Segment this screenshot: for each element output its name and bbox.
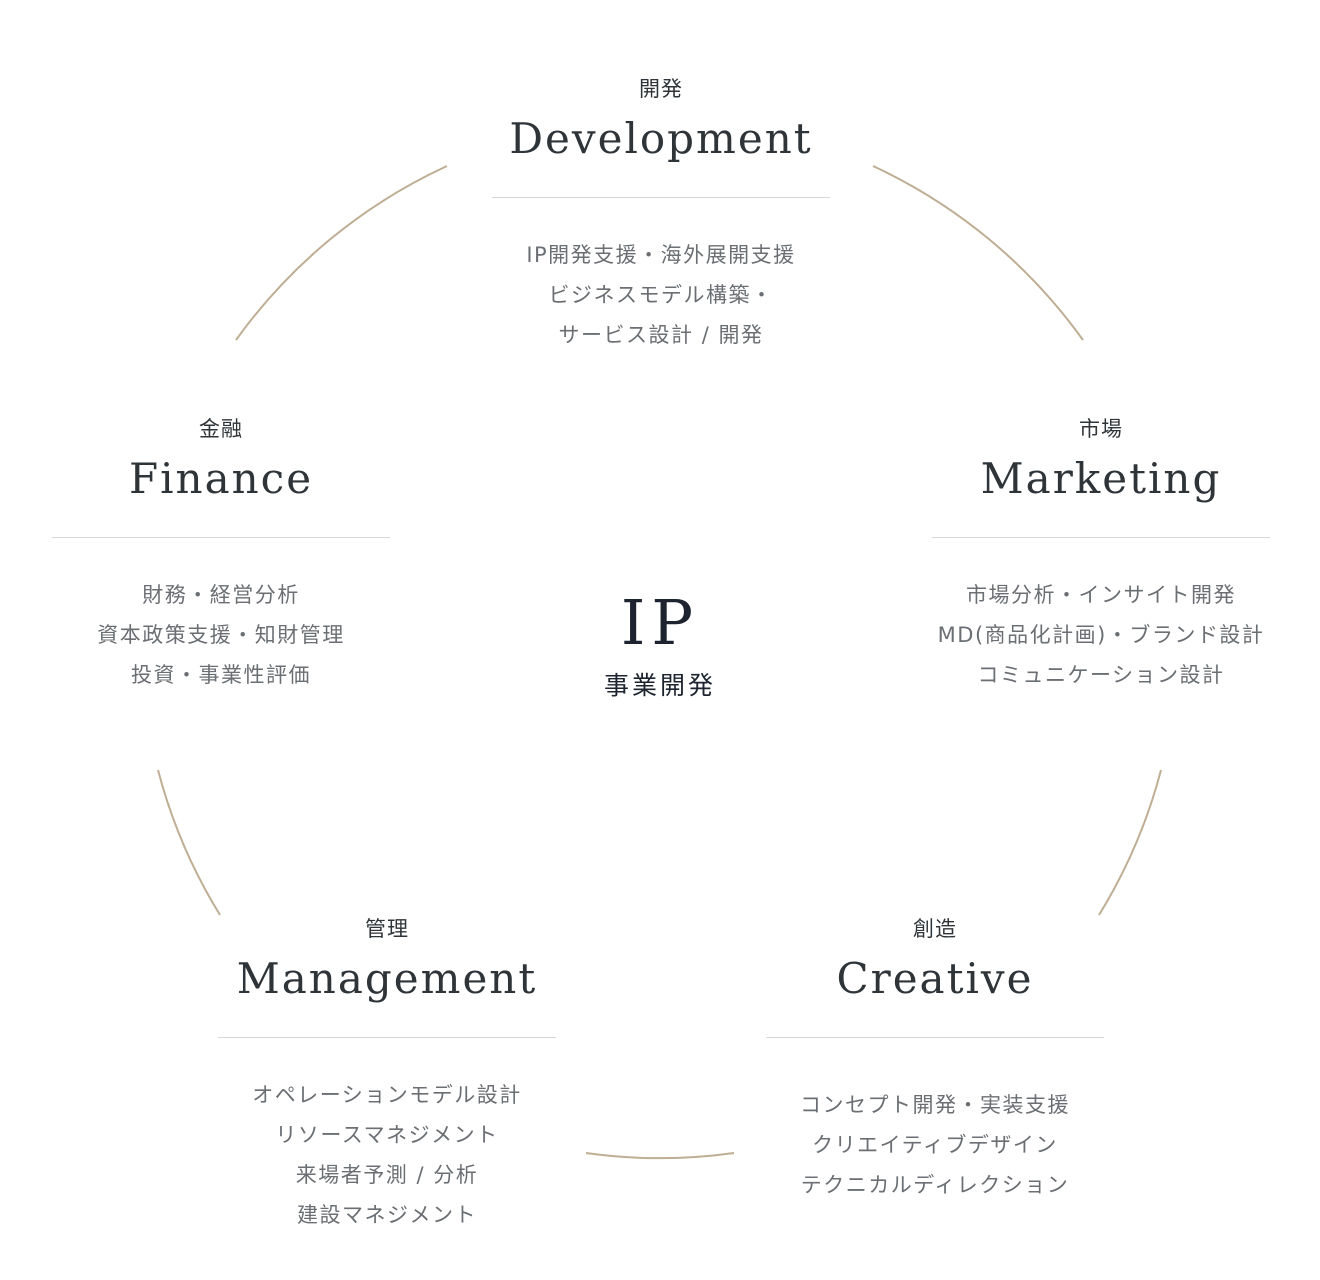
node-jp-label: 管理 [365, 917, 409, 941]
node-development: 開発 Development IP開発支援・海外展開支援 ビジネスモデル構築・ … [492, 75, 830, 355]
node-item: 建設マネジメント [297, 1203, 477, 1227]
center-label: IP 事業開発 [560, 585, 760, 703]
node-item: コンセプト開発・実装支援 [800, 1093, 1070, 1117]
node-item: MD(商品化計画)・ブランド設計 [937, 623, 1265, 647]
arc-finance-development [235, 165, 448, 341]
node-item: 財務・経営分析 [142, 583, 300, 607]
node-items: 市場分析・インサイト開発 MD(商品化計画)・ブランド設計 コミュニケーション設… [932, 575, 1270, 695]
node-management: 管理 Management オペレーションモデル設計 リソースマネジメント 来場… [218, 915, 556, 1235]
node-creative: 創造 Creative コンセプト開発・実装支援 クリエイティブデザイン テクニ… [766, 915, 1104, 1205]
divider [492, 197, 830, 198]
node-item: 投資・事業性評価 [131, 663, 311, 687]
node-item: ビジネスモデル構築・ [548, 283, 774, 307]
node-jp-label: 開発 [639, 77, 683, 101]
node-item: サービス設計 / 開発 [558, 323, 764, 347]
node-finance: 金融 Finance 財務・経営分析 資本政策支援・知財管理 投資・事業性評価 [52, 415, 390, 695]
node-title: Marketing [980, 454, 1222, 503]
node-items: 財務・経営分析 資本政策支援・知財管理 投資・事業性評価 [52, 575, 390, 695]
node-item: IP開発支援・海外展開支援 [526, 243, 796, 267]
node-item: クリエイティブデザイン [812, 1133, 1058, 1157]
node-title: Finance [128, 454, 314, 503]
node-jp-label: 市場 [1079, 417, 1123, 441]
divider [218, 1037, 556, 1038]
node-item: オペレーションモデル設計 [252, 1083, 522, 1107]
node-items: IP開発支援・海外展開支援 ビジネスモデル構築・ サービス設計 / 開発 [492, 235, 830, 355]
arc-development-marketing [872, 165, 1084, 341]
node-items: コンセプト開発・実装支援 クリエイティブデザイン テクニカルディレクション [766, 1085, 1104, 1205]
node-title: Development [509, 114, 813, 163]
node-title: Creative [836, 954, 1034, 1003]
divider [766, 1037, 1104, 1038]
node-jp-label: 創造 [913, 917, 957, 941]
node-item: 市場分析・インサイト開発 [966, 583, 1236, 607]
arc-creative-management [585, 1152, 735, 1160]
node-item: コミュニケーション設計 [977, 663, 1225, 687]
center-title: IP [620, 586, 700, 659]
divider [52, 537, 390, 538]
arc-management-finance [157, 769, 221, 916]
node-title: Management [236, 954, 538, 1003]
node-item: 資本政策支援・知財管理 [97, 623, 345, 647]
node-item: テクニカルディレクション [800, 1173, 1070, 1197]
center-subtitle: 事業開発 [603, 671, 716, 700]
node-marketing: 市場 Marketing 市場分析・インサイト開発 MD(商品化計画)・ブランド… [932, 415, 1270, 695]
node-item: リソースマネジメント [275, 1123, 499, 1147]
arc-marketing-creative [1098, 769, 1162, 916]
node-item: 来場者予測 / 分析 [295, 1163, 479, 1187]
node-items: オペレーションモデル設計 リソースマネジメント 来場者予測 / 分析 建設マネジ… [218, 1075, 556, 1235]
divider [932, 537, 1270, 538]
node-jp-label: 金融 [199, 417, 243, 441]
